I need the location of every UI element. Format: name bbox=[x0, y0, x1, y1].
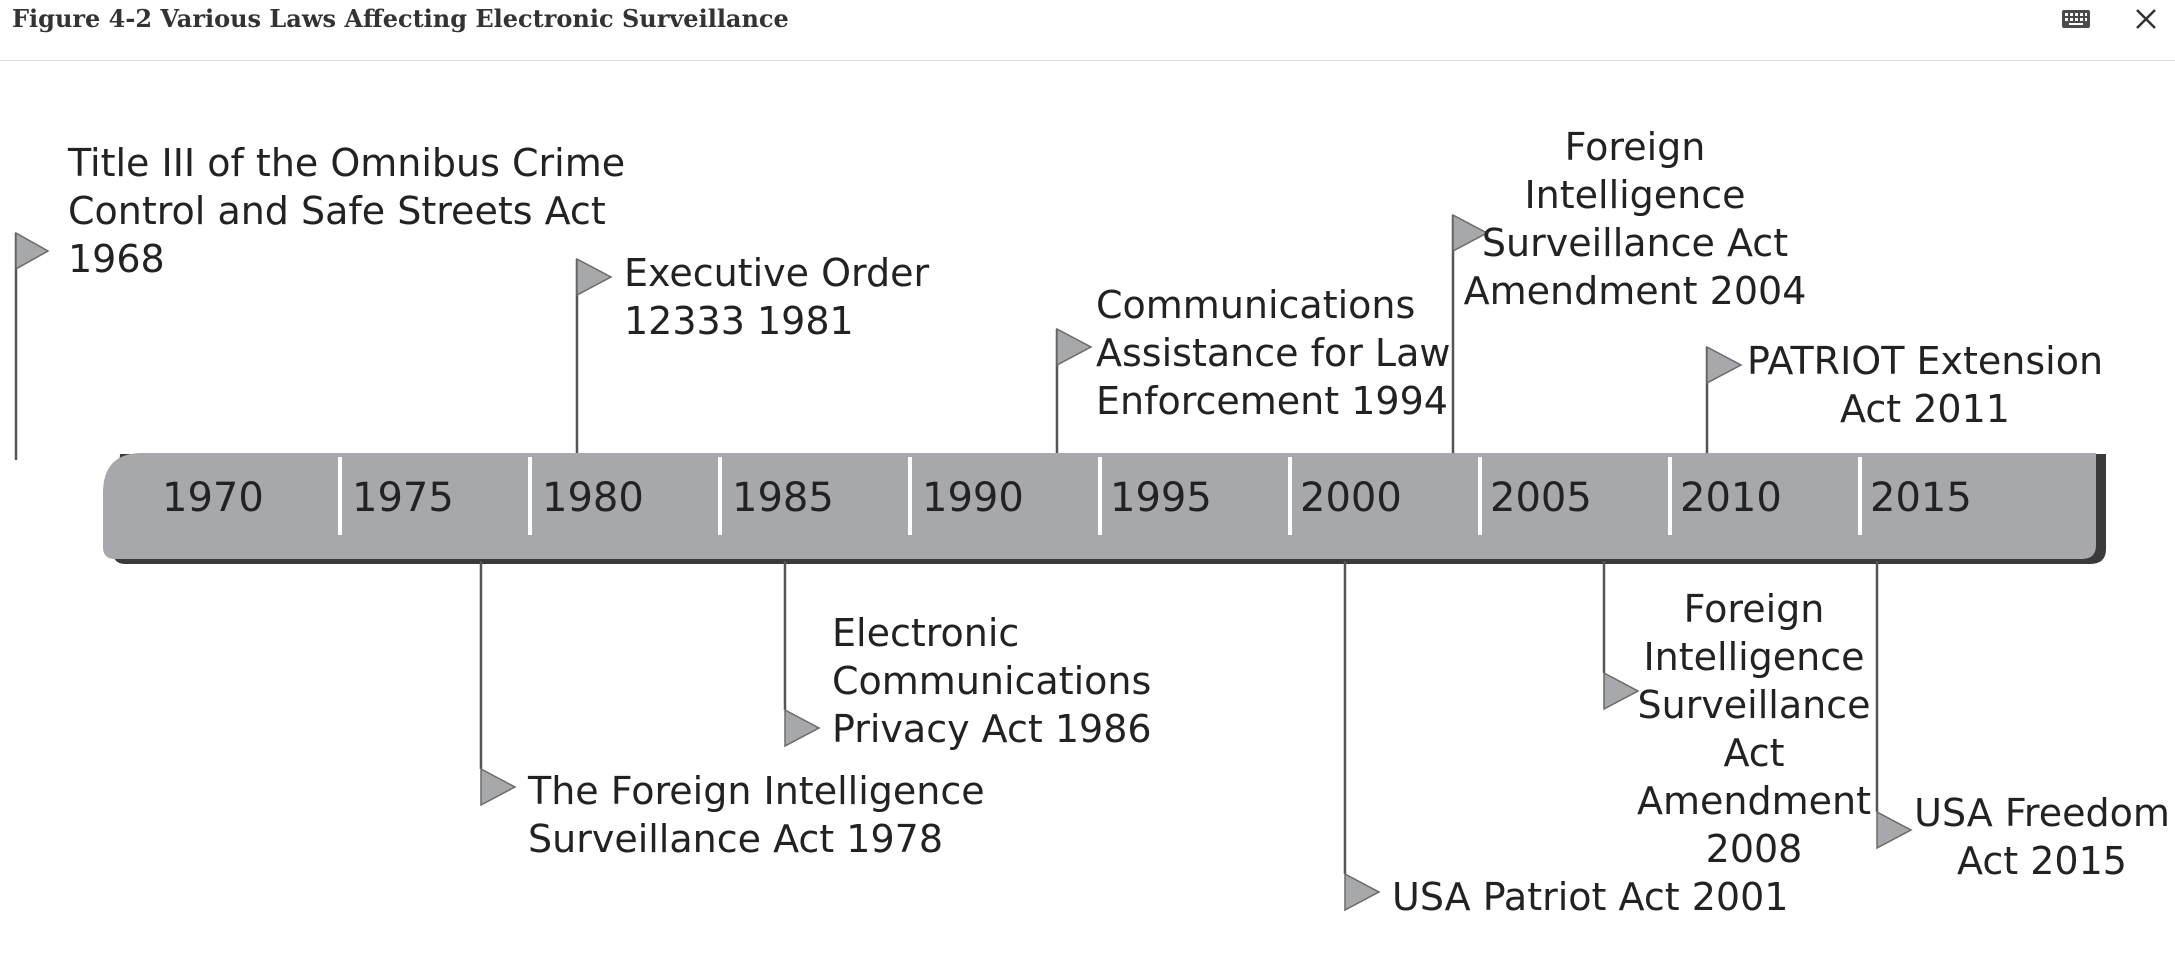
figure-header: Figure 4-2 Various Laws Affecting Electr… bbox=[0, 0, 2175, 61]
flag-1968 bbox=[14, 231, 50, 460]
event-patriot-extension-2011: PATRIOT Extension Act 2011 bbox=[1746, 339, 2104, 431]
timeline-graphics bbox=[14, 213, 2106, 912]
figure-title: Figure 4-2 Various Laws Affecting Electr… bbox=[12, 4, 789, 33]
year-label: 2005 bbox=[1490, 475, 1592, 521]
year-label: 1970 bbox=[162, 475, 264, 521]
event-usa-freedom-2015: USA Freedom Act 2015 bbox=[1914, 791, 2170, 883]
event-eo12333-1981: Executive Order 12333 1981 bbox=[624, 251, 930, 343]
event-title3-1968: Title III of the Omnibus Crime Control a… bbox=[68, 141, 626, 281]
year-label: 2015 bbox=[1870, 475, 1972, 521]
event-usa-patriot-2001: USA Patriot Act 2001 bbox=[1392, 875, 1789, 919]
flag-1994 bbox=[1055, 327, 1093, 453]
flag-1986 bbox=[783, 561, 821, 748]
close-icon bbox=[2136, 9, 2156, 29]
keyboard-button[interactable] bbox=[2050, 0, 2102, 38]
event-ecpa-1986: Electronic Communications Privacy Act 19… bbox=[832, 611, 1152, 751]
event-fisa-amendment-2004: Foreign Intelligence Surveillance Act Am… bbox=[1463, 125, 1807, 313]
timeline-diagram: 1970 1975 1980 1985 1990 1995 2000 2005 … bbox=[0, 61, 2175, 961]
event-calea-1994: Communications Assistance for Law Enforc… bbox=[1096, 283, 1451, 423]
event-fisa-amendment-2008: Foreign Intelligence Surveillance Act Am… bbox=[1637, 587, 1871, 871]
flag-2004 bbox=[1451, 213, 1489, 453]
flag-2008 bbox=[1602, 561, 1640, 711]
keyboard-icon bbox=[2062, 10, 2090, 28]
year-label: 1985 bbox=[732, 475, 834, 521]
year-label: 1975 bbox=[352, 475, 454, 521]
timeline-separators bbox=[338, 457, 1862, 535]
flag-2015 bbox=[1875, 561, 1913, 850]
year-label: 1990 bbox=[922, 475, 1024, 521]
year-label: 1980 bbox=[542, 475, 644, 521]
flag-1978 bbox=[479, 561, 517, 807]
flag-1981 bbox=[575, 257, 613, 453]
year-label: 2000 bbox=[1300, 475, 1402, 521]
event-fisa-1978: The Foreign Intelligence Surveillance Ac… bbox=[528, 769, 985, 861]
flag-2001 bbox=[1343, 561, 1381, 912]
year-label: 2010 bbox=[1680, 475, 1782, 521]
flag-2011 bbox=[1705, 345, 1743, 453]
year-label: 1995 bbox=[1110, 475, 1212, 521]
close-button[interactable] bbox=[2120, 0, 2172, 38]
